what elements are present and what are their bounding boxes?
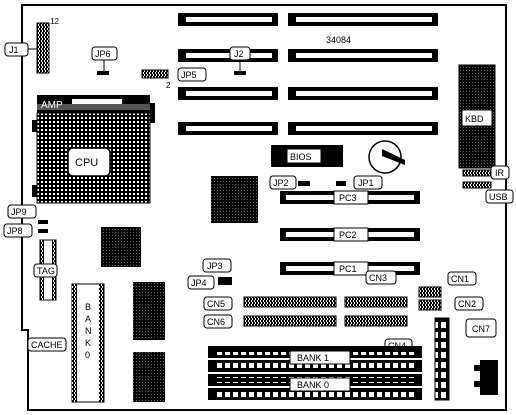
cn3-callout-box xyxy=(365,270,397,285)
ir-callout-box xyxy=(490,165,510,180)
jp8-label: JP8 xyxy=(7,226,23,236)
cpu-socket: AMP CPU xyxy=(32,95,155,204)
pc1-label: PC1 xyxy=(339,264,357,274)
usb-callout-box xyxy=(485,189,514,204)
jp8-callout-box xyxy=(3,223,33,238)
cn3-connector xyxy=(344,296,408,308)
expansion-slots-left xyxy=(178,13,278,135)
banko-letter-1: B xyxy=(85,302,91,312)
jp4-label: JP4 xyxy=(191,278,207,288)
jp9-jumper xyxy=(38,220,48,224)
cn2-label: CN2 xyxy=(458,299,476,309)
tag-callout-box xyxy=(33,263,58,278)
pc2-label: PC2 xyxy=(339,230,357,240)
pc3-label: PC3 xyxy=(339,193,357,203)
banko-letter-3: N xyxy=(85,326,92,336)
jp5-label: JP5 xyxy=(181,70,197,80)
rear-port xyxy=(480,360,498,395)
expansion-slots-right xyxy=(288,13,438,135)
cn2-connector xyxy=(418,299,442,311)
jp3-label: JP3 xyxy=(207,261,223,271)
j2-jumper xyxy=(234,71,246,75)
cn5-connector xyxy=(243,296,337,308)
cn2-callout-box xyxy=(454,296,484,311)
jp3-callout-box xyxy=(202,258,232,273)
chipset-1 xyxy=(211,176,258,223)
cache-label: CACHE xyxy=(31,340,63,350)
cn7-callout-box xyxy=(465,318,497,338)
jp5-pin-mark: 2 xyxy=(166,81,171,90)
jp9-label: JP9 xyxy=(11,207,27,217)
cn7-power-connector xyxy=(434,317,450,401)
pci-slots: PC3 PC2 PC1 xyxy=(280,190,420,276)
bank0-label: BANK 0 xyxy=(297,380,329,390)
jp4-jumper xyxy=(218,277,232,285)
cn6-connector xyxy=(243,315,337,327)
cn7-label: CN7 xyxy=(472,324,490,334)
j1-pin-mark: 12 xyxy=(50,17,59,26)
jp2-label: JP2 xyxy=(273,178,289,188)
ir-label: IR xyxy=(495,168,505,178)
bank1-label: BANK 1 xyxy=(297,353,329,363)
cn5-callout-box xyxy=(203,296,233,311)
sram-chip-1 xyxy=(133,282,165,340)
cn5-label: CN5 xyxy=(207,299,225,309)
banko-letter-5: 0 xyxy=(85,350,90,360)
jp2-jumper xyxy=(298,181,310,186)
banko-letter-4: K xyxy=(85,338,91,348)
cn3-label: CN3 xyxy=(369,273,387,283)
cache-callout-box xyxy=(27,337,67,352)
jp6-jumper xyxy=(97,71,109,75)
jp4-callout-box xyxy=(187,275,215,290)
cpu-label: CPU xyxy=(75,157,98,169)
chipset-2 xyxy=(101,227,141,267)
amp-label: AMP xyxy=(41,100,63,111)
jp1-label: JP1 xyxy=(358,178,374,188)
kbd-label: KBD xyxy=(465,114,484,124)
j2-label: J2 xyxy=(234,49,244,59)
cn6-callout-box xyxy=(203,314,233,329)
j1-label: J1 xyxy=(9,45,19,55)
jp2-callout-box xyxy=(269,175,297,190)
simm-banks: BANK 1 BANK 0 xyxy=(208,346,422,400)
bios-label: BIOS xyxy=(290,152,312,162)
jp1-callout-box xyxy=(353,175,383,190)
jp1-jumper xyxy=(336,181,346,186)
banko-letter-2: A xyxy=(85,314,91,324)
cache-module xyxy=(71,283,105,403)
cn6-label: CN6 xyxy=(207,317,225,327)
cn4-connector xyxy=(344,315,408,327)
sram-chip-2 xyxy=(133,352,165,402)
j1-header xyxy=(36,22,50,74)
jp9-callout-box xyxy=(7,204,37,219)
jp8-jumper xyxy=(38,229,48,233)
cn1-callout-box xyxy=(447,271,477,286)
usb-header xyxy=(462,181,492,189)
board-model-text: 34084 xyxy=(326,35,351,45)
jp5-header xyxy=(141,69,169,79)
usb-label: USB xyxy=(489,192,508,202)
cn1-label: CN1 xyxy=(451,274,469,284)
jp5-callout-box xyxy=(177,67,207,82)
ir-header xyxy=(462,169,492,177)
cn1-connector xyxy=(418,286,442,298)
jp6-label: JP6 xyxy=(95,49,111,59)
tag-label: TAG xyxy=(37,266,55,276)
